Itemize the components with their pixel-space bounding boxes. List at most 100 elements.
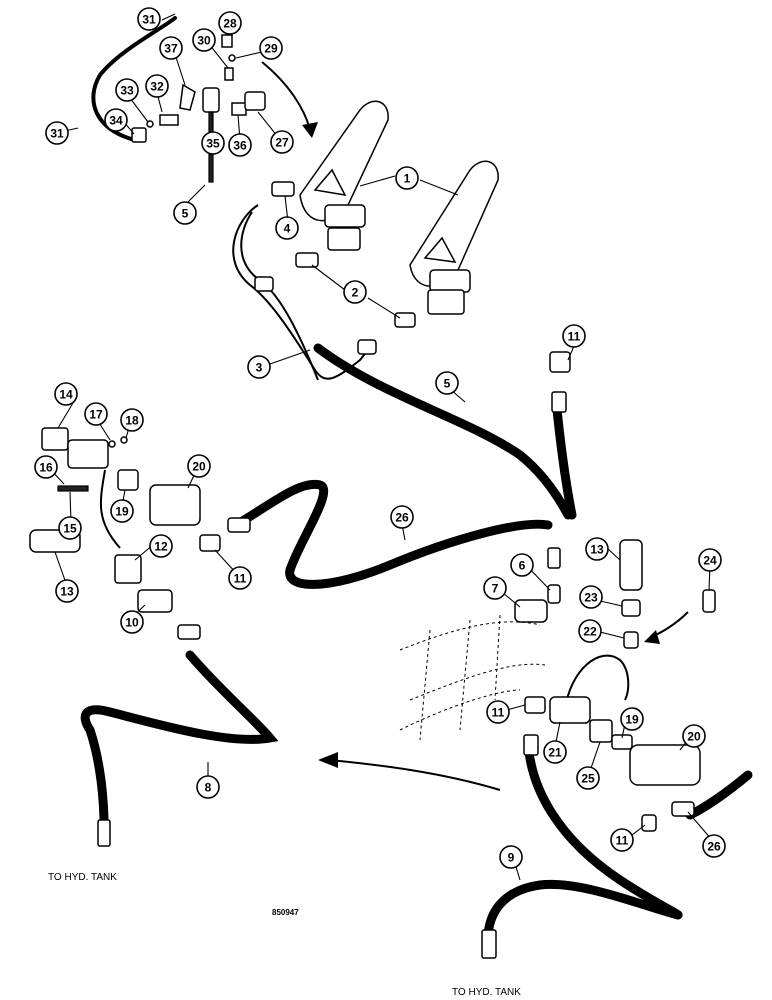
callout-circle — [610, 828, 634, 852]
callout-number: 18 — [125, 414, 139, 428]
callout-number: 17 — [89, 408, 103, 422]
fitting-34 — [131, 127, 147, 143]
callout-12: 12 — [149, 534, 173, 558]
callout-20: 20 — [682, 724, 706, 748]
hose-26 — [231, 479, 553, 589]
callout-number: 36 — [233, 139, 247, 153]
fitting-28 — [221, 34, 233, 48]
fitting-11-lower — [641, 814, 657, 832]
arrow-middle — [318, 752, 501, 791]
callout-circle — [576, 766, 600, 790]
arrow-top — [261, 61, 318, 138]
callout-number: 11 — [568, 330, 581, 344]
fitting-7 — [514, 599, 548, 623]
callout-circle — [196, 775, 220, 799]
callout-32: 32 — [145, 74, 169, 98]
fitting-2a — [295, 252, 319, 268]
fitting-29 — [228, 54, 236, 62]
valve-20-left — [149, 484, 201, 526]
callout-circle — [120, 610, 144, 634]
callout-number: 15 — [63, 522, 77, 536]
tube-right-line — [564, 654, 630, 711]
callout-number: 11 — [492, 706, 505, 720]
callout-circle — [137, 7, 161, 31]
callout-number: 1 — [404, 172, 411, 186]
leader-lines — [49, 13, 713, 881]
callout-number: 10 — [125, 616, 139, 630]
fitting-6 — [547, 584, 561, 604]
valve-20-right — [629, 744, 701, 786]
fitting-33 — [146, 120, 154, 128]
callout-circle — [110, 499, 134, 523]
fitting-2b — [394, 312, 416, 328]
callout-number: 30 — [197, 34, 211, 48]
callout-circle — [159, 36, 183, 60]
callout-31: 31 — [137, 7, 161, 31]
callout-circle — [499, 845, 523, 869]
callout-circle — [620, 707, 644, 731]
fitting-23 — [621, 599, 641, 617]
brake-pedal-right — [409, 160, 499, 315]
callout-circle — [483, 576, 507, 600]
callout-14: 14 — [54, 382, 78, 406]
callout-circle — [104, 108, 128, 132]
fitting-37 — [179, 83, 196, 111]
callout-circle — [486, 700, 510, 724]
sensor-13-right — [619, 539, 643, 591]
callout-circle — [390, 505, 414, 529]
callout-number: 31 — [50, 127, 64, 141]
callout-number: 31 — [142, 13, 156, 27]
callout-13: 13 — [585, 537, 609, 561]
callout-circle — [149, 534, 173, 558]
callout-33: 33 — [115, 78, 139, 102]
callout-5: 5 — [435, 371, 459, 395]
callout-18: 18 — [120, 408, 144, 432]
callout-31: 31 — [45, 121, 69, 145]
callout-37: 37 — [159, 36, 183, 60]
callout-circle — [543, 740, 567, 764]
brake-pedal-left — [299, 100, 389, 251]
callout-23: 23 — [579, 585, 603, 609]
callout-circle — [173, 201, 197, 225]
callout-number: 23 — [584, 591, 598, 605]
callout-9: 9 — [499, 845, 523, 869]
callout-number: 20 — [687, 730, 701, 744]
callout-circle — [192, 28, 216, 52]
callout-circle — [585, 537, 609, 561]
fitting-11-left — [199, 534, 221, 552]
fitting-22 — [623, 631, 639, 649]
hose-8-fitting — [177, 624, 201, 640]
callout-circle — [343, 280, 367, 304]
spring-19-right — [611, 734, 633, 750]
callout-number: 12 — [154, 540, 168, 554]
tank-note-right: TO HYD. TANK — [452, 987, 521, 998]
arrow-right-small — [644, 611, 689, 644]
tube-valve-line — [99, 469, 121, 549]
callout-number: 8 — [205, 781, 212, 795]
tube-3 — [232, 204, 373, 380]
callout-number: 24 — [703, 554, 717, 568]
fitting-11-right — [524, 696, 546, 714]
tee-10 — [137, 589, 173, 613]
fitting-26-right-end — [671, 801, 695, 817]
fitting-18 — [120, 436, 128, 444]
callout-number: 21 — [548, 746, 562, 760]
bolt-16 — [57, 485, 89, 492]
callout-11: 11 — [486, 700, 510, 724]
callout-number: 19 — [115, 505, 129, 519]
callout-28: 28 — [218, 11, 242, 35]
callout-circle — [187, 454, 211, 478]
callout-circle — [275, 216, 299, 240]
callout-4: 4 — [275, 216, 299, 240]
callout-number: 20 — [192, 460, 206, 474]
callout-number: 7 — [492, 582, 499, 596]
callout-circle — [682, 724, 706, 748]
callout-27: 27 — [270, 130, 294, 154]
callout-circle — [55, 579, 79, 603]
callout-number: 37 — [164, 42, 178, 56]
callout-20: 20 — [187, 454, 211, 478]
fitting-11-top — [549, 351, 571, 373]
callout-36: 36 — [228, 133, 252, 157]
callout-number: 32 — [150, 80, 164, 94]
callout-1: 1 — [395, 166, 419, 190]
